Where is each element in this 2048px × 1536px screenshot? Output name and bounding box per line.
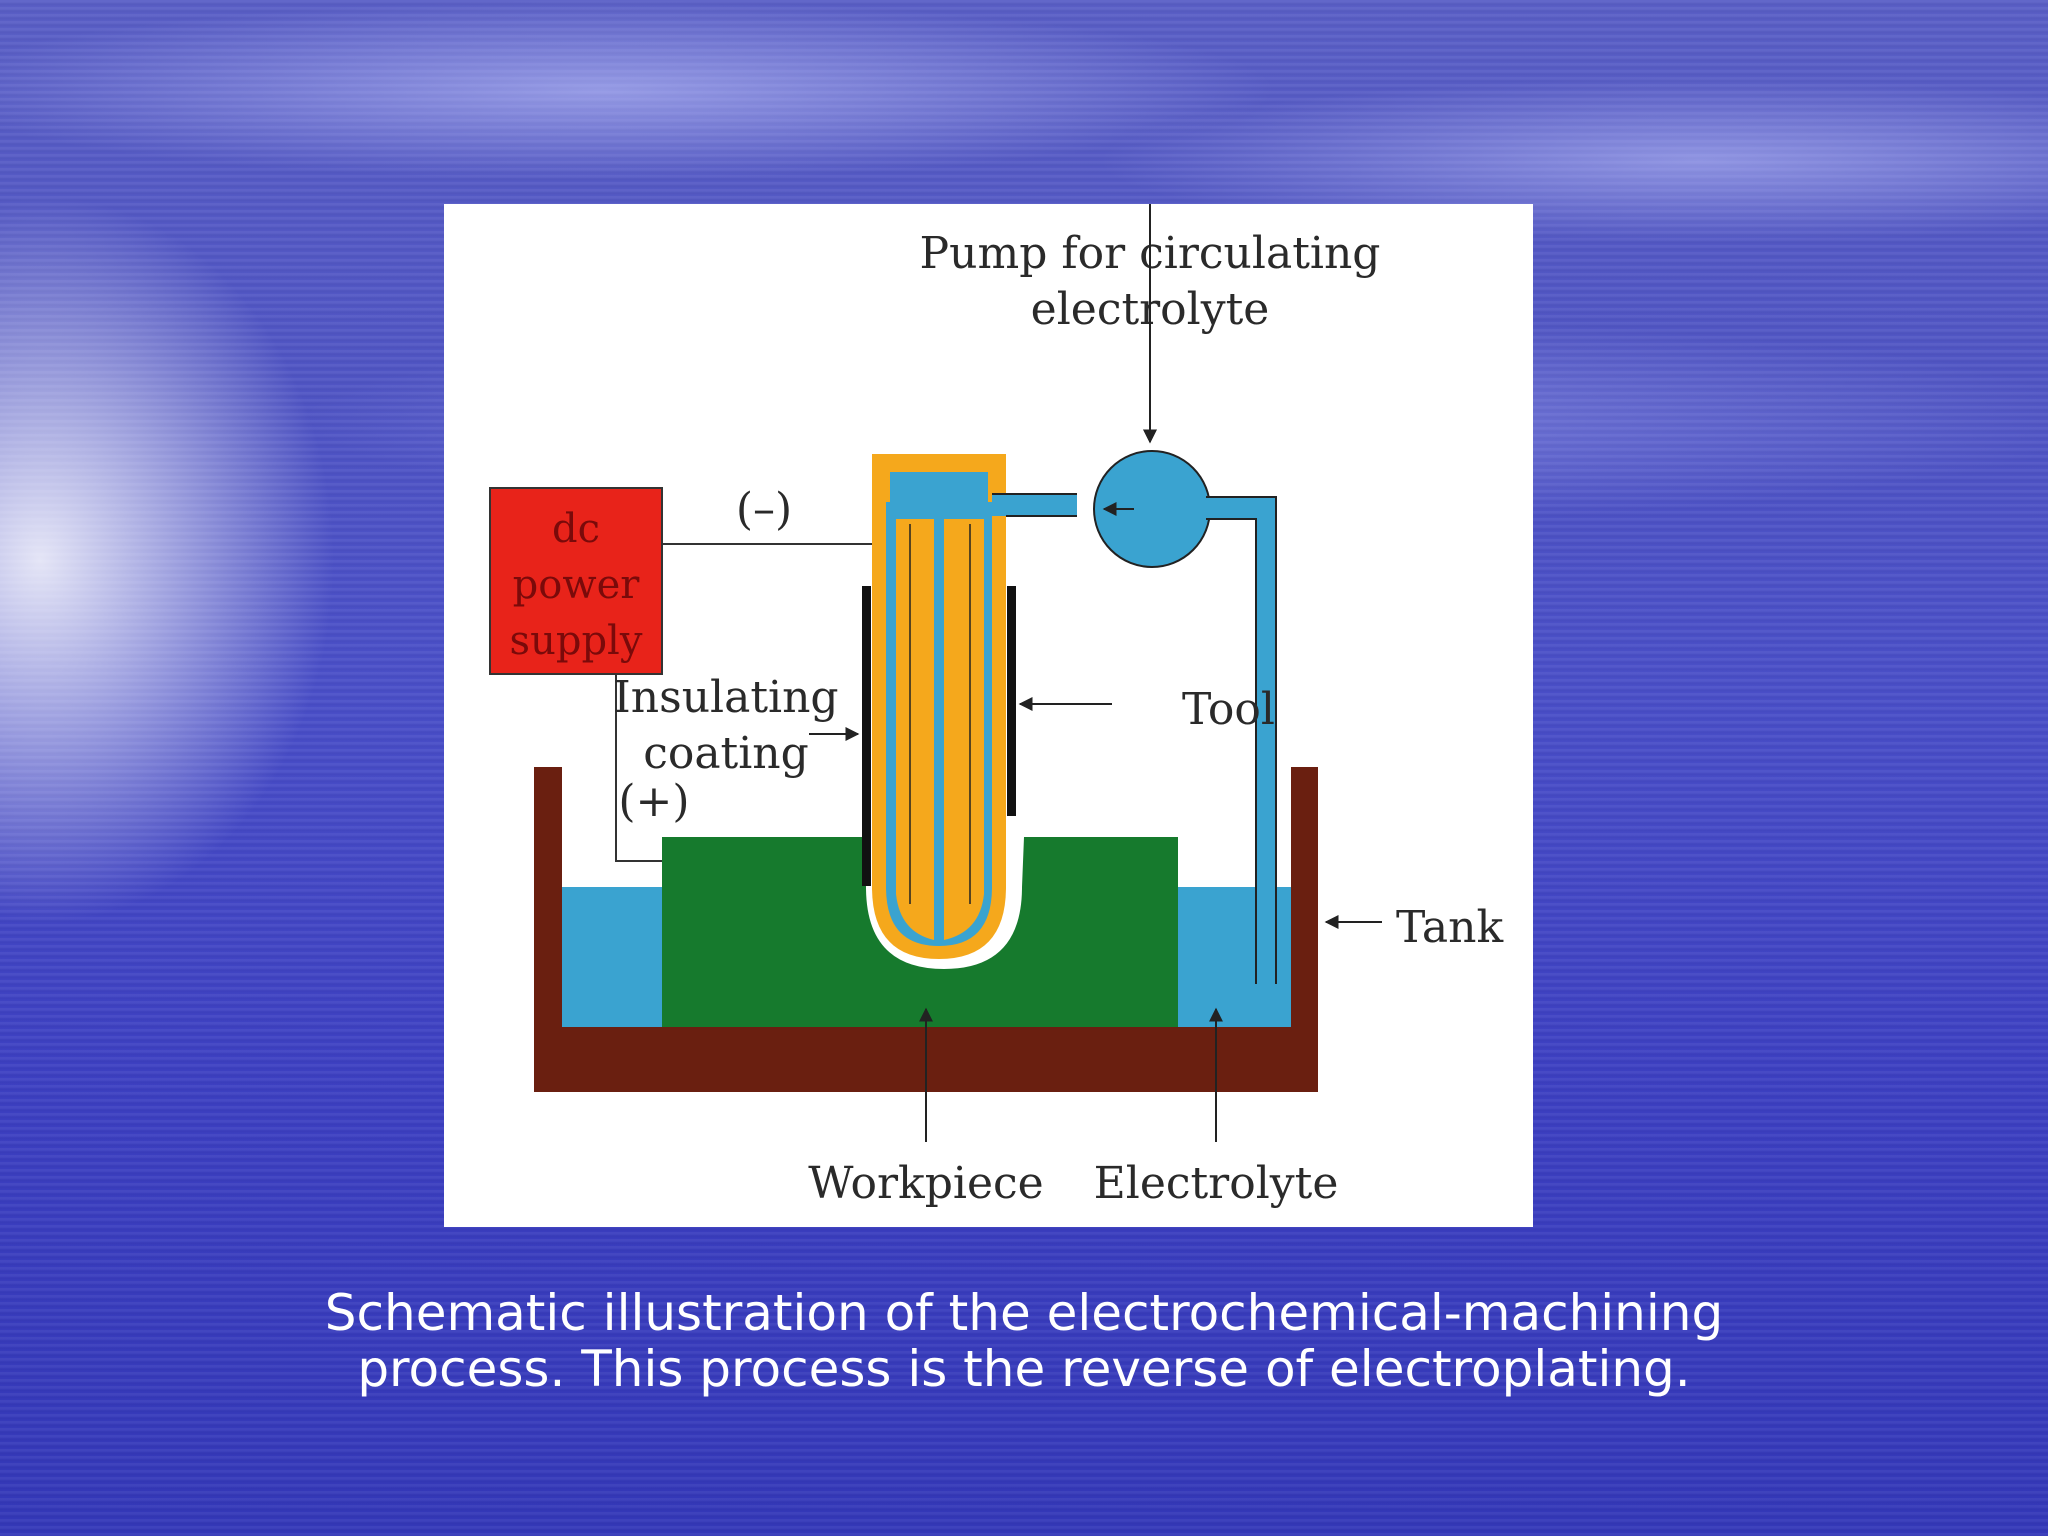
slide-caption: Schematic illustration of the electroche… <box>200 1285 1848 1397</box>
workpiece <box>662 837 1178 1027</box>
insulating-label-1: Insulating <box>613 672 838 723</box>
insulating-coating-right <box>1007 586 1016 816</box>
supply-label-2: power <box>513 562 641 608</box>
tool-inner-left <box>896 519 934 940</box>
workpiece-label: Workpiece <box>808 1158 1043 1209</box>
wire-positive <box>615 674 662 862</box>
caption-line-2: process. This process is the reverse of … <box>357 1340 1691 1398</box>
insulating-coating-left <box>862 586 871 886</box>
electrolyte-left <box>562 887 667 1027</box>
negative-terminal-label: (–) <box>736 484 792 535</box>
caption-line-1: Schematic illustration of the electroche… <box>324 1284 1724 1342</box>
supply-label-3: supply <box>510 618 643 664</box>
pipe-return <box>1206 497 1276 984</box>
pipe-top <box>992 494 1077 516</box>
tank-label: Tank <box>1396 902 1504 953</box>
ecm-schematic: dc power supply Pump for circulating ele… <box>489 204 1504 1209</box>
electrolyte-label: Electrolyte <box>1094 1158 1339 1209</box>
insulating-label-2: coating <box>643 728 809 779</box>
diagram-panel: dc power supply Pump for circulating ele… <box>444 204 1533 1227</box>
supply-label-1: dc <box>552 506 600 552</box>
dc-power-supply <box>489 487 663 675</box>
tool-inner-right <box>944 519 984 940</box>
positive-terminal-label: (+) <box>618 776 689 827</box>
tool-label: Tool <box>1182 684 1275 735</box>
